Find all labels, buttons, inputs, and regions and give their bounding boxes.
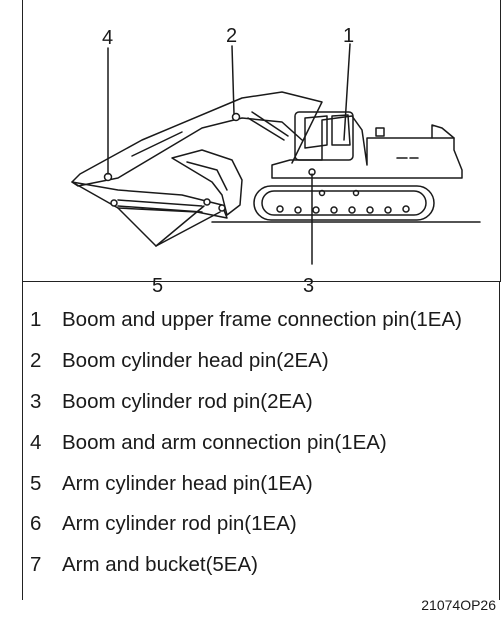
legend-item: 4 Boom and arm connection pin(1EA) bbox=[30, 422, 500, 463]
legend-item: 2 Boom cylinder head pin(2EA) bbox=[30, 341, 500, 382]
track-rollers bbox=[276, 189, 410, 214]
legend-text: Arm and bucket(5EA) bbox=[62, 553, 258, 577]
legend-text: Boom and arm connection pin(1EA) bbox=[62, 430, 387, 454]
arm bbox=[71, 181, 228, 219]
leader-5b bbox=[155, 205, 205, 247]
legend-item: 7 Arm and bucket(5EA) bbox=[30, 545, 500, 586]
callout-2: 2 bbox=[226, 25, 238, 47]
legend-text: Boom cylinder rod pin(2EA) bbox=[62, 389, 313, 413]
legend-text: Boom and upper frame connection pin(1EA) bbox=[62, 308, 462, 332]
legend-item: 6 Arm cylinder rod pin(1EA) bbox=[30, 504, 500, 545]
boom-cylinder bbox=[247, 111, 289, 141]
callout-3: 3 bbox=[303, 275, 315, 297]
legend-text: Boom cylinder head pin(2EA) bbox=[62, 349, 329, 373]
legend-item: 3 Boom cylinder rod pin(2EA) bbox=[30, 382, 500, 423]
legend-number: 6 bbox=[30, 512, 42, 536]
excavator-illustration bbox=[71, 43, 481, 265]
legend-item: 1 Boom and upper frame connection pin(1EA… bbox=[30, 300, 500, 341]
callout-1: 1 bbox=[343, 25, 355, 47]
arm-cylinder bbox=[117, 199, 203, 213]
legend-number: 5 bbox=[30, 471, 42, 495]
legend-text: Arm cylinder head pin(1EA) bbox=[62, 471, 313, 495]
boom bbox=[71, 91, 323, 187]
callout-5: 5 bbox=[152, 275, 164, 297]
track bbox=[253, 185, 435, 221]
cab bbox=[294, 111, 354, 161]
leader-1 bbox=[343, 43, 351, 141]
legend-number: 2 bbox=[30, 349, 42, 373]
leader-5c bbox=[155, 211, 221, 247]
leader-2 bbox=[231, 45, 235, 115]
legend-number: 7 bbox=[30, 553, 42, 577]
legend-item: 5 Arm cylinder head pin(1EA) bbox=[30, 463, 500, 504]
legend-number: 3 bbox=[30, 389, 42, 413]
counterweight bbox=[431, 124, 455, 139]
leader-5a bbox=[117, 207, 157, 247]
legend-right-rule bbox=[499, 282, 501, 600]
legend-list: 1 Boom and upper frame connection pin(1EA… bbox=[30, 300, 500, 586]
bucket bbox=[171, 149, 243, 216]
callout-4: 4 bbox=[102, 27, 114, 49]
legend-number: 1 bbox=[30, 308, 42, 332]
legend-left-rule bbox=[22, 282, 24, 600]
legend-number: 4 bbox=[30, 430, 42, 454]
legend-text: Arm cylinder rod pin(1EA) bbox=[62, 512, 297, 536]
figure-code: 21074OP26 bbox=[421, 597, 496, 613]
